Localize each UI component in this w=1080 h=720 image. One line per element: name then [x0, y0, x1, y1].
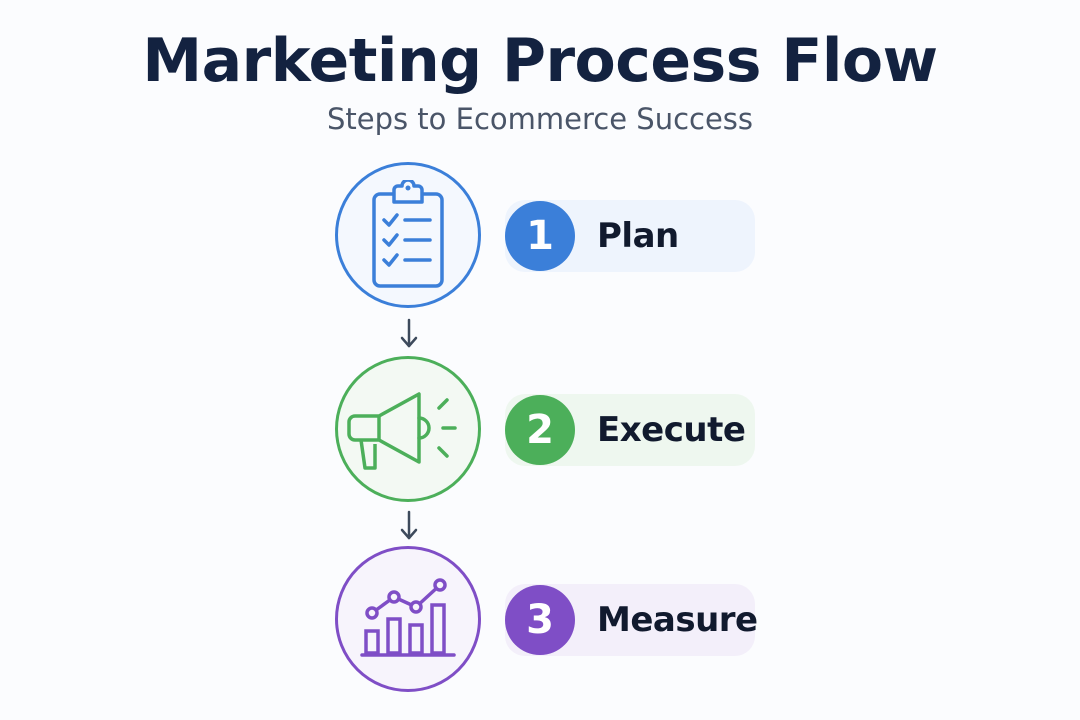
flow-step-plan: 1 Plan	[0, 162, 1080, 312]
down-arrow-icon	[400, 318, 418, 348]
bar-chart-trend-icon	[360, 578, 456, 657]
step-3-number-badge: 3	[505, 585, 575, 655]
step-1-icon-circle	[335, 162, 481, 308]
step-3-pill: 3 Measure	[505, 584, 758, 656]
page-subtitle: Steps to Ecommerce Success	[326, 102, 754, 136]
page-title: Marketing Process Flow	[142, 26, 938, 96]
step-2-label: Execute	[597, 410, 746, 450]
step-2-number-badge: 2	[505, 395, 575, 465]
flow-step-execute: 2 Execute	[0, 356, 1080, 506]
step-1-pill: 1 Plan	[505, 200, 755, 272]
flow-step-measure: 3 Measure	[0, 546, 1080, 696]
down-arrow-icon	[400, 510, 418, 540]
step-1-label: Plan	[597, 216, 679, 256]
clipboard-checklist-icon	[372, 180, 444, 288]
step-2-icon-circle	[335, 356, 481, 502]
step-1-number-badge: 1	[505, 201, 575, 271]
step-3-icon-circle	[335, 546, 481, 692]
step-3-label: Measure	[597, 600, 758, 640]
step-2-pill: 2 Execute	[505, 394, 755, 466]
megaphone-icon	[347, 392, 457, 470]
